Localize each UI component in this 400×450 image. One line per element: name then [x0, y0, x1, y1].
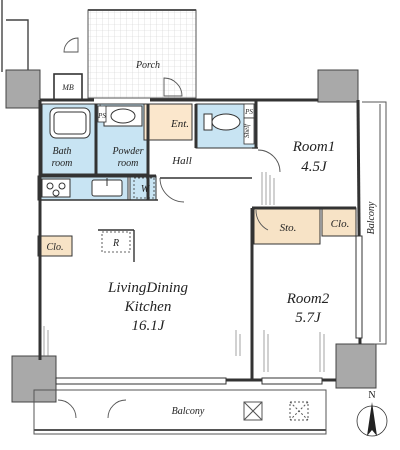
closet-ldk-area: [37, 235, 73, 257]
hall-label: Hall: [171, 155, 192, 167]
washbasin-icon: [103, 105, 143, 127]
windows: [55, 235, 363, 385]
east-balcony: [362, 101, 387, 345]
stove-icon: [41, 178, 71, 198]
balcony-south-label: Balcony: [172, 406, 205, 417]
room1-label-1: Room1: [292, 139, 336, 155]
ldk-label-1: LivingDining: [107, 280, 189, 296]
north-label: N: [368, 390, 375, 401]
powder-room-label-1: Powder: [111, 146, 143, 157]
room2-label-1: Room2: [286, 291, 330, 307]
ldk-label-3: 16.1J: [132, 318, 166, 334]
bathroom-label-1: Bath: [53, 146, 72, 157]
sliding-door-marks: [43, 172, 325, 372]
porch-label: Porch: [135, 60, 160, 71]
w-label: W: [141, 184, 151, 195]
south-balcony: [33, 389, 327, 435]
entrance-label: Ent.: [170, 118, 189, 130]
entrance-area: [143, 103, 193, 141]
balcony-east-label: Balcony: [366, 201, 377, 234]
ps-label-1: PS: [97, 112, 106, 120]
toilet-icon: [203, 113, 241, 131]
mb-label: MB: [61, 83, 74, 92]
closet-room1-label: Clo.: [331, 218, 350, 230]
thin-walls: [40, 147, 258, 262]
north-arrow-icon: N: [356, 390, 388, 437]
washer-icon: [133, 177, 155, 199]
balcony-hatches: [243, 401, 309, 421]
ps-label-2: PS: [244, 108, 253, 116]
room1-label-2: 4.5J: [301, 159, 328, 175]
ps-box-1: [97, 105, 107, 123]
ldk-label-2: Kitchen: [124, 299, 172, 315]
closet-room1-area: [321, 207, 357, 237]
storage-area: [253, 207, 321, 245]
sink-icon: [91, 178, 123, 197]
closet-ldk-label: Clo.: [47, 242, 64, 253]
refrigerator-label: R: [112, 238, 119, 249]
porch-area: [87, 9, 197, 99]
common-corridor: [1, 0, 29, 72]
bathroom-label-2: room: [52, 158, 73, 169]
refrigerator-icon: [101, 231, 131, 253]
meter-box: [53, 73, 83, 101]
storage-label: Sto.: [280, 222, 297, 234]
bathtub-icon: [49, 107, 91, 139]
shelf-label: Shelf: [243, 123, 251, 138]
shelf-box: [243, 117, 255, 145]
room2-label-2: 5.7J: [295, 310, 322, 326]
powder-room-label-2: room: [118, 158, 139, 169]
